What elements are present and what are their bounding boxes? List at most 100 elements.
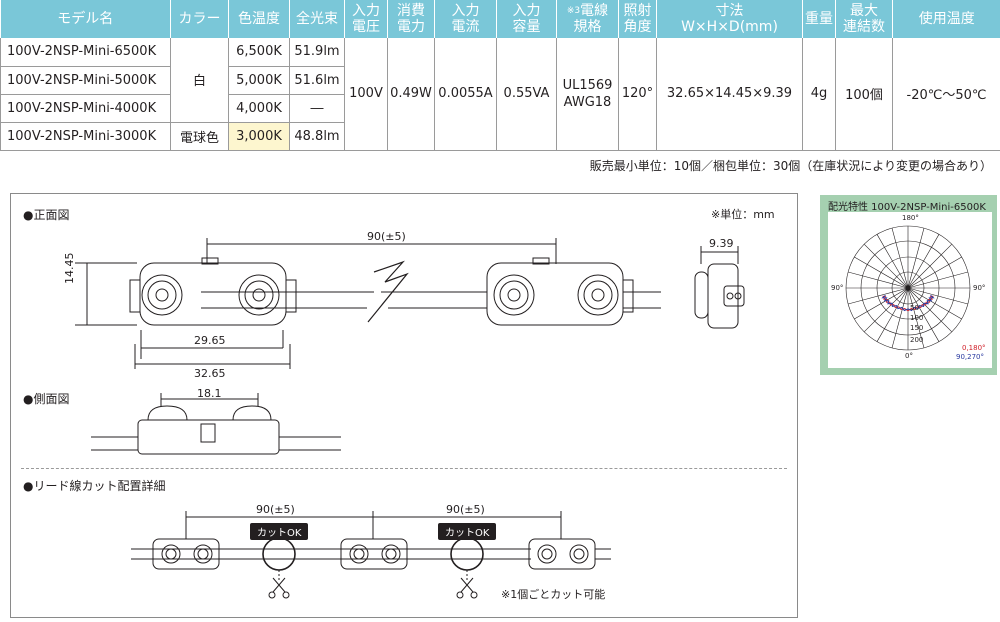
side-width-label: 18.1 xyxy=(197,387,222,400)
side-width-dimension xyxy=(160,393,259,406)
outer-width-dimension xyxy=(134,344,291,369)
scissors-icon xyxy=(268,577,290,599)
header-flux: 全光束 xyxy=(289,0,345,38)
height-label: 14.45 xyxy=(63,252,76,285)
front-module-2 xyxy=(486,262,624,326)
pitch-dimension xyxy=(206,238,557,264)
power-cell: 0.49W xyxy=(387,38,435,151)
polar-chart: 180° 90° 90° 0° 50 100 150 200 0,180° 90… xyxy=(828,212,992,368)
header-color: カラー xyxy=(170,0,229,38)
table-row: 100V-2NSP-Mini-3000K 電球色 3,000K 48.8lm xyxy=(0,121,1000,151)
lead-pitch-label-1: 90(±5) xyxy=(256,503,295,516)
flux-cell: 51.6lm xyxy=(289,65,345,95)
sales-unit-note: 販売最小単位：10個／梱包単位：30個（在庫状況により変更の場合あり） xyxy=(589,159,992,173)
color-cell: 電球色 xyxy=(170,121,229,151)
technical-drawing xyxy=(75,238,745,599)
front-wire-tail xyxy=(623,291,661,309)
max-link-cell: 100個 xyxy=(835,38,893,151)
polar-title: 配光特性 100V-2NSP-Mini-6500K xyxy=(828,202,986,213)
header-power: 消費電力 xyxy=(387,0,435,38)
side-lens-right xyxy=(232,405,272,421)
table-row: 100V-2NSP-Mini-6500K 白 6,500K 51.9lm 100… xyxy=(0,38,1000,151)
angle-cell: 120° xyxy=(618,38,657,151)
header-angle: 照射角度 xyxy=(618,0,657,38)
flux-cell: 51.9lm xyxy=(289,38,345,67)
side-wire-left xyxy=(91,436,138,451)
break-mark xyxy=(367,260,409,323)
table-row: 100V-2NSP-Mini-4000K 4,000K ― xyxy=(0,93,1000,123)
lead-module-3 xyxy=(528,538,596,570)
inner-width-dimension xyxy=(140,330,284,359)
header-voltage: 入力電圧 xyxy=(344,0,388,38)
cut-ok-badge-2: カットOK xyxy=(438,523,497,540)
depth-label: 9.39 xyxy=(709,237,734,250)
current-cell: 0.0055A xyxy=(434,38,497,151)
front-wire-right xyxy=(381,291,487,309)
side-lens-left xyxy=(147,405,188,421)
lead-pitch-dimension-2 xyxy=(373,511,562,539)
flux-cell: ― xyxy=(289,93,345,123)
table-row: 100V-2NSP-Mini-5000K 5,000K 51.6lm xyxy=(0,65,1000,95)
ring-label: 150 xyxy=(910,324,924,332)
cut-circle-1 xyxy=(262,537,296,571)
cct-cell: 4,000K xyxy=(228,93,290,123)
temp-cell: -20℃～50℃ xyxy=(892,38,1000,151)
model-cell: 100V-2NSP-Mini-5000K xyxy=(0,65,171,95)
header-current: 入力電流 xyxy=(434,0,497,38)
legend-90-270: 90,270° xyxy=(956,353,984,361)
cut-circle-2 xyxy=(450,537,484,571)
flux-cell: 48.8lm xyxy=(289,121,345,151)
capacity-cell: 0.55VA xyxy=(496,38,557,151)
voltage-cell: 100V xyxy=(344,38,388,151)
ring-label: 100 xyxy=(910,314,924,322)
table-header-row: モデル名 カラー 色温度 全光束 入力電圧 消費電力 入力電流 入力容量 ※3電… xyxy=(0,0,1000,38)
legend-0-180: 0,180° xyxy=(962,344,986,352)
cct-cell: 5,000K xyxy=(228,65,290,95)
header-color-temp: 色温度 xyxy=(228,0,290,38)
lead-module-2 xyxy=(340,538,408,570)
outer-width-label: 32.65 xyxy=(194,367,226,380)
lens-outer xyxy=(141,274,183,316)
lead-cut-title: ●リード線カット配置詳細 xyxy=(23,479,166,493)
front-view-title: ●正面図 xyxy=(23,208,70,222)
angle-left-label: 90° xyxy=(831,284,844,292)
lead-pitch-label-2: 90(±5) xyxy=(446,503,485,516)
drawing-frame: ●正面図 ※単位：mm 90(±5) 9.39 14.45 29.65 32.6… xyxy=(10,193,798,618)
side-view-title: ●側面図 xyxy=(23,392,70,406)
dims-cell: 32.65×14.45×9.39 xyxy=(656,38,803,151)
model-cell: 100V-2NSP-Mini-6500K xyxy=(0,38,171,67)
lead-pitch-dimension-1 xyxy=(185,511,374,539)
header-max-link: 最大連結数 xyxy=(835,0,893,38)
side-module xyxy=(137,419,280,455)
ring-label: 200 xyxy=(910,336,924,344)
header-weight: 重量 xyxy=(802,0,836,38)
depth-dimension xyxy=(700,246,739,264)
weight-cell: 4g xyxy=(802,38,836,151)
header-model: モデル名 xyxy=(0,0,171,38)
lead-module-1 xyxy=(152,538,220,570)
scissors-icon xyxy=(456,577,478,599)
cct-cell-highlight: 3,000K xyxy=(228,121,290,151)
height-dimension xyxy=(75,262,137,326)
unit-note: ※単位：mm xyxy=(711,208,775,221)
ring-label: 50 xyxy=(910,304,919,312)
lead-wire xyxy=(131,548,531,560)
curve-90-270 xyxy=(881,294,935,312)
front-module-1 xyxy=(139,262,287,326)
header-capacity: 入力容量 xyxy=(496,0,557,38)
cct-cell: 6,500K xyxy=(228,38,290,67)
angle-right-label: 90° xyxy=(973,284,986,292)
pitch-label: 90(±5) xyxy=(367,230,406,243)
header-wire: ※3電線規格 xyxy=(556,0,619,38)
cut-note: ※1個ごとカット可能 xyxy=(501,588,606,601)
angle-bottom-label: 0° xyxy=(905,352,913,360)
spec-table: モデル名 カラー 色温度 全光束 入力電圧 消費電力 入力電流 入力容量 ※3電… xyxy=(0,0,1000,151)
model-cell: 100V-2NSP-Mini-4000K xyxy=(0,93,171,123)
inner-width-label: 29.65 xyxy=(194,334,226,347)
color-cell: 白 xyxy=(170,38,229,123)
angle-top-label: 180° xyxy=(902,214,919,222)
side-wire-right xyxy=(279,436,341,451)
polar-diagram xyxy=(845,225,971,351)
